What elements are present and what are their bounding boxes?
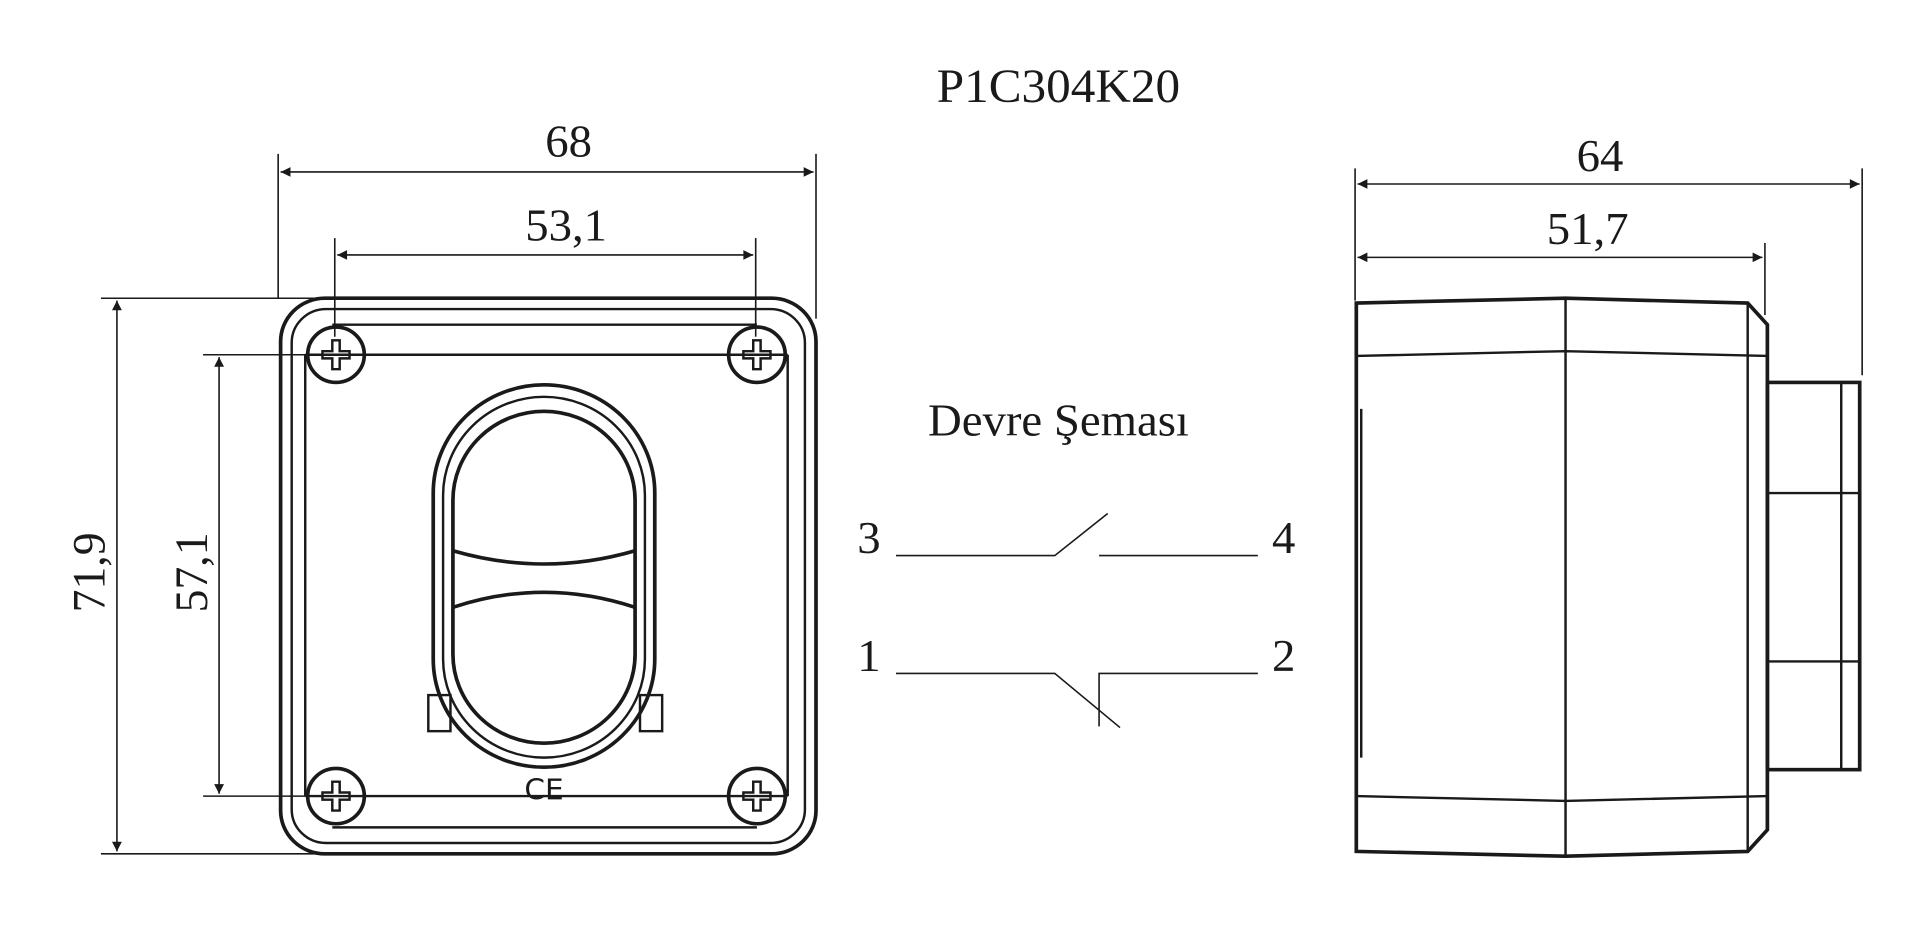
screw-icon [726,325,788,385]
dim-width-holes: 53,1 [525,200,607,250]
double-pushbutton [427,383,664,770]
circuit-title: Devre Şeması [928,395,1189,445]
dim-depth-total: 64 [1577,130,1624,180]
circuit-diagram: Devre Şeması 3 4 1 2 [857,395,1295,729]
ce-mark: CE [524,773,563,807]
terminal-3: 3 [857,513,880,563]
dim-depth-body: 51,7 [1547,204,1629,254]
dim-height-holes: 57,1 [165,532,217,612]
terminal-4: 4 [1272,513,1295,563]
side-view: 64 51,7 [1354,130,1863,859]
front-view: CE 68 53,1 71,9 57,1 [63,116,818,856]
screw-icon [726,766,788,826]
dim-width-total: 68 [545,116,592,166]
dim-height-total: 71,9 [63,532,115,612]
terminal-2: 2 [1272,631,1295,681]
terminal-1: 1 [857,631,880,681]
drawing-title: P1C304K20 [937,60,1180,113]
